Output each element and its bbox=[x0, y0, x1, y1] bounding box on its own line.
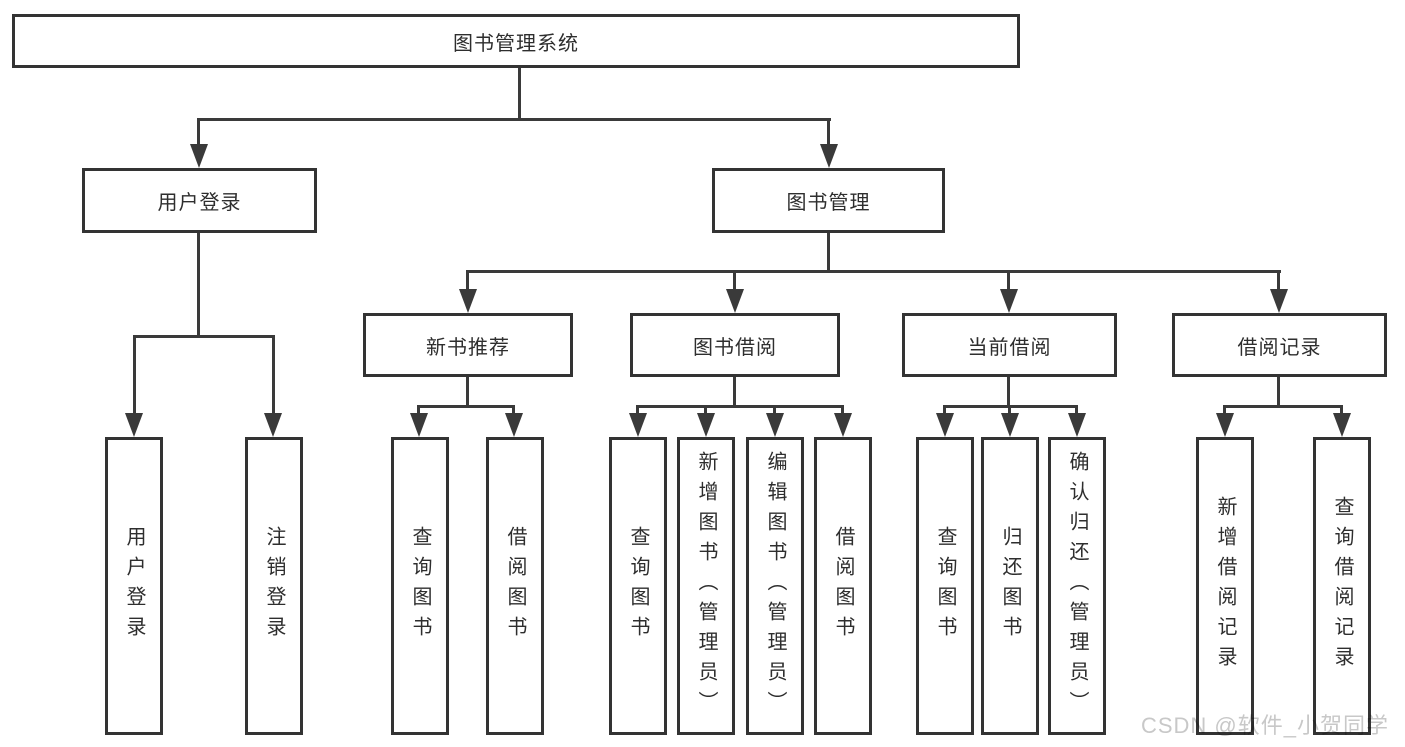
leaf-query-borrow-record: 查询借阅记录 bbox=[1313, 437, 1371, 735]
leaf-label: 编辑图书（管理员） bbox=[764, 451, 786, 721]
leaf-label: 确认归还（管理员） bbox=[1066, 451, 1088, 721]
connector-level2-bar bbox=[466, 270, 1281, 273]
leaf-label: 注销登录 bbox=[263, 526, 285, 646]
connector-book-mgmt-drop bbox=[827, 233, 830, 273]
node-book-management: 图书管理 bbox=[712, 168, 945, 233]
connector-user-login-drop bbox=[197, 233, 200, 337]
node-new-book-recommend: 新书推荐 bbox=[363, 313, 573, 377]
connector-to-leaf-confirm-return bbox=[1075, 405, 1078, 415]
node-label: 图书管理 bbox=[786, 192, 871, 214]
connector-book-borrow-bar bbox=[636, 405, 844, 408]
arrowhead-leaf-add-record bbox=[1216, 413, 1234, 437]
connector-to-leaf-return bbox=[1008, 405, 1011, 415]
arrowhead-leaf-query-c bbox=[629, 413, 647, 437]
leaf-edit-book-admin: 编辑图书（管理员） bbox=[746, 437, 804, 735]
leaf-query-books-borrow: 查询图书 bbox=[609, 437, 667, 735]
arrowhead-leaf-edit-book bbox=[766, 413, 784, 437]
arrowhead-leaf-add-book bbox=[697, 413, 715, 437]
connector-to-user-login bbox=[197, 118, 200, 146]
arrowhead-current-borrow bbox=[1000, 289, 1018, 313]
node-library-system-root: 图书管理系统 bbox=[12, 14, 1020, 68]
connector-to-leaf-query-b bbox=[417, 405, 420, 415]
connector-to-leaf-query-record bbox=[1340, 405, 1343, 415]
connector-to-leaf-edit-book bbox=[773, 405, 776, 415]
leaf-query-books-current: 查询图书 bbox=[916, 437, 974, 735]
leaf-logout: 注销登录 bbox=[245, 437, 303, 735]
connector-user-login-bar bbox=[133, 335, 275, 338]
connector-book-borrow-drop bbox=[733, 377, 736, 407]
connector-to-leaf-borrow-c bbox=[841, 405, 844, 415]
node-user-login: 用户登录 bbox=[82, 168, 317, 233]
leaf-label: 新增借阅记录 bbox=[1214, 496, 1236, 676]
connector-borrow-records-bar bbox=[1223, 405, 1343, 408]
connector-to-book-borrow bbox=[733, 270, 736, 292]
arrowhead-leaf-logout bbox=[264, 413, 282, 437]
connector-to-leaf-add-record bbox=[1223, 405, 1226, 415]
arrowhead-book-borrow bbox=[726, 289, 744, 313]
connector-current-borrow-drop bbox=[1007, 377, 1010, 407]
connector-new-book-bar bbox=[417, 405, 515, 408]
arrowhead-leaf-return bbox=[1001, 413, 1019, 437]
arrowhead-leaf-borrow-c bbox=[834, 413, 852, 437]
connector-to-borrow-records bbox=[1277, 270, 1280, 292]
node-label: 新书推荐 bbox=[426, 336, 510, 359]
arrowhead-leaf-login bbox=[125, 413, 143, 437]
leaf-label: 查询图书 bbox=[409, 526, 431, 646]
connector-level1-bar bbox=[197, 118, 831, 121]
node-book-borrow: 图书借阅 bbox=[630, 313, 840, 377]
connector-to-current-borrow bbox=[1007, 270, 1010, 292]
arrowhead-leaf-query-b bbox=[410, 413, 428, 437]
leaf-label: 查询图书 bbox=[934, 526, 956, 646]
connector-to-leaf-query-d bbox=[943, 405, 946, 415]
leaf-confirm-return-admin: 确认归还（管理员） bbox=[1048, 437, 1106, 735]
connector-to-leaf-logout bbox=[272, 335, 275, 415]
node-label: 图书借阅 bbox=[693, 336, 777, 359]
arrowhead-new-book bbox=[459, 289, 477, 313]
leaf-borrow-books: 借阅图书 bbox=[814, 437, 872, 735]
connector-root-drop bbox=[518, 68, 521, 121]
arrowhead-leaf-query-d bbox=[936, 413, 954, 437]
leaf-label: 归还图书 bbox=[999, 526, 1021, 646]
node-label: 借阅记录 bbox=[1237, 336, 1322, 359]
arrowhead-user-login bbox=[190, 144, 208, 168]
connector-to-leaf-borrow-b bbox=[512, 405, 515, 415]
leaf-add-book-admin: 新增图书（管理员） bbox=[677, 437, 735, 735]
connector-new-book-drop bbox=[466, 377, 469, 407]
connector-to-leaf-add-book bbox=[704, 405, 707, 415]
arrowhead-borrow-records bbox=[1270, 289, 1288, 313]
leaf-return-books: 归还图书 bbox=[981, 437, 1039, 735]
leaf-label: 新增图书（管理员） bbox=[695, 451, 717, 721]
leaf-label: 借阅图书 bbox=[832, 526, 854, 646]
connector-to-leaf-login bbox=[133, 335, 136, 415]
arrowhead-leaf-borrow-b bbox=[505, 413, 523, 437]
connector-to-new-book bbox=[466, 270, 469, 292]
csdn-watermark: CSDN @软件_小贺同学 bbox=[1140, 713, 1389, 738]
node-label: 图书管理系统 bbox=[453, 32, 579, 55]
leaf-user-login: 用户登录 bbox=[105, 437, 163, 735]
arrowhead-book-management bbox=[820, 144, 838, 168]
connector-borrow-records-drop bbox=[1277, 377, 1280, 407]
node-borrow-records: 借阅记录 bbox=[1172, 313, 1387, 377]
arrowhead-leaf-confirm-return bbox=[1068, 413, 1086, 437]
node-label: 用户登录 bbox=[157, 192, 242, 214]
leaf-borrow-books-recommend: 借阅图书 bbox=[486, 437, 544, 735]
connector-to-book-management bbox=[827, 118, 830, 146]
node-label: 当前借阅 bbox=[967, 336, 1052, 359]
connector-to-leaf-query-c bbox=[636, 405, 639, 415]
leaf-label: 用户登录 bbox=[123, 526, 145, 646]
node-current-borrow: 当前借阅 bbox=[902, 313, 1117, 377]
leaf-label: 查询借阅记录 bbox=[1331, 496, 1353, 676]
leaf-label: 查询图书 bbox=[627, 526, 649, 646]
leaf-query-books-recommend: 查询图书 bbox=[391, 437, 449, 735]
leaf-label: 借阅图书 bbox=[504, 526, 526, 646]
leaf-add-borrow-record: 新增借阅记录 bbox=[1196, 437, 1254, 735]
arrowhead-leaf-query-record bbox=[1333, 413, 1351, 437]
